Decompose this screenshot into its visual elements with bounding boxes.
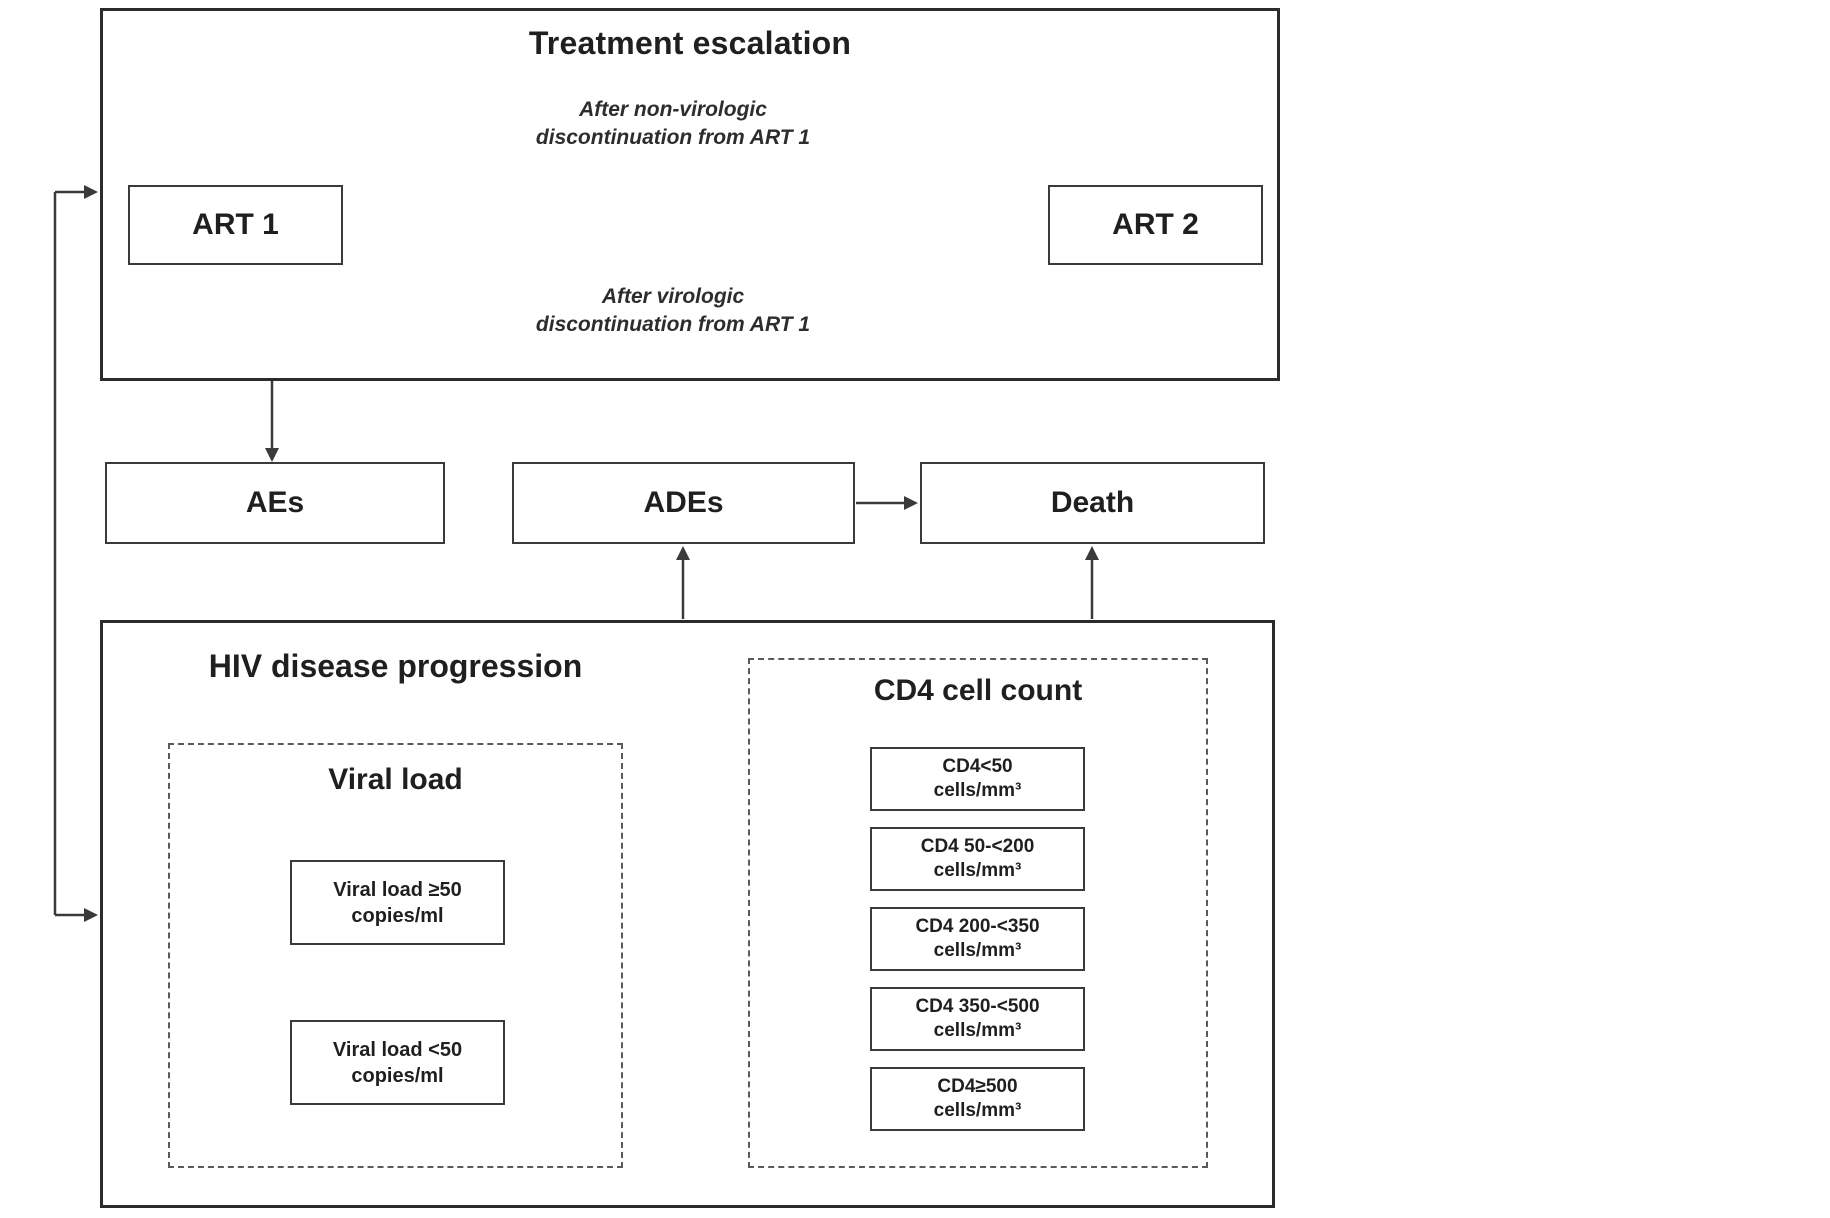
path-nonvirologic-line1: After non-virologic — [579, 98, 767, 121]
path-label-virologic: After virologic discontinuation from ART… — [463, 283, 883, 340]
viral-load-low-range: Viral load <50 — [332, 1038, 463, 1061]
viral-load-high-range: Viral load ≥50 — [333, 878, 462, 901]
arrowhead-to-death — [904, 496, 918, 510]
cd4-level-4-range: CD4 350-<500 — [915, 996, 1040, 1018]
death-label: Death — [1050, 486, 1135, 519]
cd4-group: CD4 cell count CD4<50 cells/mm³ CD4 50-<… — [748, 658, 1208, 1168]
hiv-progression-box: HIV disease progression Viral load Viral… — [100, 620, 1275, 1208]
cd4-level-node-4: CD4 350-<500 cells/mm³ — [870, 987, 1085, 1051]
art1-label: ART 1 — [192, 208, 279, 241]
viral-load-group: Viral load Viral load ≥50 copies/ml Vira… — [168, 743, 623, 1168]
viral-load-title: Viral load — [328, 763, 463, 796]
cd4-level-2-range: CD4 50-<200 — [920, 836, 1035, 858]
viral-load-high-unit: copies/ml — [351, 904, 444, 927]
path-virologic-line2: discontinuation from ART 1 — [535, 313, 811, 337]
arrowhead-up-ades — [676, 546, 690, 560]
viral-load-low-unit: copies/ml — [351, 1064, 444, 1087]
art2-label: ART 2 — [1112, 208, 1199, 241]
path-label-nonvirologic: After non-virologic discontinuation from… — [463, 96, 883, 153]
arrowhead-to-aes — [265, 448, 279, 462]
viral-load-low-node: Viral load <50 copies/ml — [290, 1020, 505, 1105]
path-nonvirologic-line2: discontinuation from ART 1 — [535, 126, 811, 150]
cd4-level-node-3: CD4 200-<350 cells/mm³ — [870, 907, 1085, 971]
cd4-title: CD4 cell count — [873, 674, 1083, 707]
cd4-level-node-2: CD4 50-<200 cells/mm³ — [870, 827, 1085, 891]
cd4-level-3-unit: cells/mm³ — [933, 940, 1022, 961]
cd4-level-1-unit: cells/mm³ — [933, 780, 1022, 801]
cd4-level-5-range: CD4≥500 — [937, 1076, 1018, 1098]
arrowhead-left-bottom — [84, 908, 98, 922]
treatment-escalation-title: Treatment escalation — [528, 25, 852, 61]
cd4-level-node-5: CD4≥500 cells/mm³ — [870, 1067, 1085, 1131]
cd4-level-4-unit: cells/mm³ — [933, 1020, 1022, 1041]
cd4-level-2-unit: cells/mm³ — [933, 860, 1022, 881]
cd4-level-3-range: CD4 200-<350 — [915, 916, 1040, 938]
treatment-escalation-box: Treatment escalation ART 1 ART 2 After n… — [100, 8, 1280, 381]
connector-progression-escalation — [53, 190, 84, 917]
arrowhead-up-death — [1085, 546, 1099, 560]
aes-node: AEs — [105, 462, 445, 544]
arrowhead-left-top — [84, 185, 98, 199]
ades-label: ADEs — [643, 486, 724, 519]
hiv-progression-title: HIV disease progression — [208, 648, 583, 684]
cd4-level-node-1: CD4<50 cells/mm³ — [870, 747, 1085, 811]
cd4-level-5-unit: cells/mm³ — [933, 1100, 1022, 1121]
viral-load-high-node: Viral load ≥50 copies/ml — [290, 860, 505, 945]
cd4-level-1-range: CD4<50 — [942, 756, 1013, 778]
art2-node: ART 2 — [1048, 185, 1263, 265]
path-virologic-line1: After virologic — [601, 285, 745, 308]
aes-label: AEs — [245, 486, 305, 519]
art1-node: ART 1 — [128, 185, 343, 265]
ades-node: ADEs — [512, 462, 855, 544]
death-node: Death — [920, 462, 1265, 544]
